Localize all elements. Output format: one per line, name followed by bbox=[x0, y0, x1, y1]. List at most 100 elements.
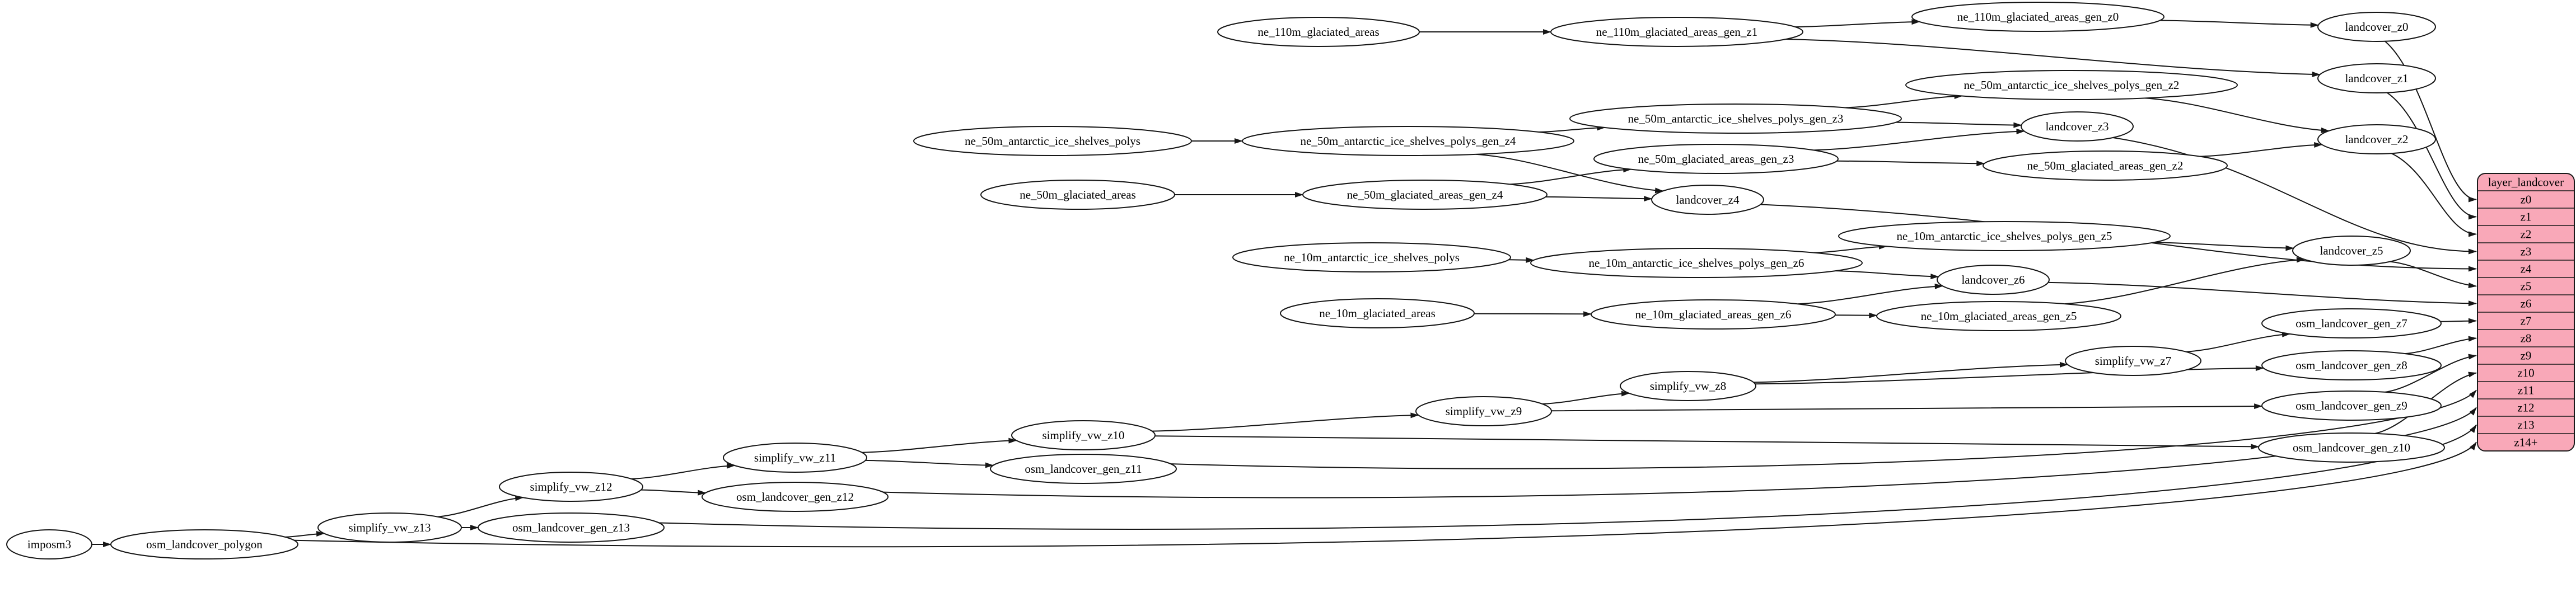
node-label: landcover_z3 bbox=[2045, 120, 2109, 133]
node-ellipse bbox=[723, 443, 867, 473]
graph-edge bbox=[1475, 153, 1664, 194]
graph-edge bbox=[2391, 153, 2477, 237]
graph-edge bbox=[437, 495, 524, 518]
node-ellipse bbox=[980, 180, 1175, 210]
graph-node-landcover-z5: landcover_z5 bbox=[2292, 236, 2411, 266]
node-label: ne_10m_antarctic_ice_shelves_polys bbox=[1284, 251, 1460, 264]
table-row-z14plus: z14+ bbox=[2514, 436, 2537, 449]
node-label: ne_10m_glaciated_areas_gen_z6 bbox=[1635, 308, 1792, 321]
graph-edge bbox=[1845, 93, 1963, 109]
graph-edge bbox=[1786, 38, 2321, 77]
node-label: simplify_vw_z7 bbox=[2095, 354, 2172, 368]
nodes-layer: ne_110m_glaciated_areas ne_110m_glaciated… bbox=[6, 2, 2445, 559]
node-label: simplify_vw_z11 bbox=[754, 451, 836, 464]
graph-node-ne-10m-antarctic-ice-shelves-polys-gen-z6: ne_10m_antarctic_ice_shelves_polys_gen_z… bbox=[1530, 248, 1863, 278]
graph-edge bbox=[1753, 361, 2068, 383]
graph-edge bbox=[1545, 196, 1653, 202]
node-label: osm_landcover_gen_z13 bbox=[512, 521, 630, 534]
graph-edge bbox=[862, 438, 1017, 453]
graph-edge bbox=[1551, 403, 2263, 412]
graph-edge bbox=[641, 489, 707, 496]
table-row-z7: z7 bbox=[2521, 314, 2532, 328]
node-ellipse bbox=[913, 126, 1192, 156]
table-row-z8: z8 bbox=[2521, 332, 2532, 345]
graph-edge bbox=[2440, 318, 2477, 324]
table-row-z0: z0 bbox=[2521, 193, 2532, 206]
node-label: ne_10m_antarctic_ice_shelves_polys_gen_z… bbox=[1589, 256, 1804, 270]
node-ellipse bbox=[317, 512, 462, 543]
table-row-z9: z9 bbox=[2521, 349, 2532, 363]
node-ellipse bbox=[1217, 17, 1420, 47]
node-ellipse bbox=[1838, 221, 2171, 251]
graph-edge bbox=[1798, 283, 1943, 305]
node-ellipse bbox=[1937, 265, 2050, 295]
node-label: simplify_vw_z13 bbox=[349, 521, 431, 534]
graph-node-ne-110m-glaciated-areas: ne_110m_glaciated_areas bbox=[1217, 17, 1420, 47]
table-layer: layer_landcoverz0z1z2z3z4z5z6z7z8z9z10z1… bbox=[2477, 173, 2575, 452]
graph-edge bbox=[1813, 128, 2025, 151]
graph-edge bbox=[658, 424, 2477, 530]
graph-node-simplify-vw-z10: simplify_vw_z10 bbox=[1011, 420, 1156, 450]
graph-edge bbox=[1835, 270, 1939, 280]
graph-edge bbox=[1154, 435, 2260, 450]
graph-node-osm-landcover-gen-z8: osm_landcover_gen_z8 bbox=[2261, 350, 2442, 380]
graph-node-landcover-z4: landcover_z4 bbox=[1651, 185, 1764, 215]
node-label: osm_landcover_gen_z9 bbox=[2296, 399, 2407, 412]
graph-node-osm-landcover-gen-z10: osm_landcover_gen_z10 bbox=[2258, 432, 2445, 463]
node-label: landcover_z2 bbox=[2345, 133, 2408, 146]
node-ellipse bbox=[1983, 150, 2228, 181]
graph-node-ne-50m-antarctic-ice-shelves-polys: ne_50m_antarctic_ice_shelves_polys bbox=[913, 126, 1192, 156]
graph-edge bbox=[1542, 391, 1630, 405]
graph-node-landcover-z3: landcover_z3 bbox=[2021, 111, 2134, 142]
node-ellipse bbox=[2317, 12, 2436, 42]
graph-node-ne-10m-glaciated-areas: ne_10m_glaciated_areas bbox=[1280, 298, 1475, 328]
node-ellipse bbox=[1415, 396, 1552, 426]
table-row-z5: z5 bbox=[2521, 280, 2532, 293]
node-ellipse bbox=[1651, 185, 1764, 215]
edges-layer bbox=[92, 19, 2477, 548]
table-row-z1: z1 bbox=[2521, 210, 2532, 224]
graph-edge bbox=[631, 463, 736, 479]
graph-edge bbox=[2385, 40, 2477, 203]
graph-edge bbox=[1896, 121, 2022, 128]
node-label: ne_50m_antarctic_ice_shelves_polys bbox=[965, 134, 1140, 148]
graph-edge bbox=[294, 441, 2477, 548]
graph-node-landcover-z2: landcover_z2 bbox=[2317, 124, 2436, 154]
table-row-z13: z13 bbox=[2517, 418, 2534, 432]
node-label: ne_10m_antarctic_ice_shelves_polys_gen_z… bbox=[1897, 229, 2112, 243]
graph-node-ne-10m-glaciated-areas-gen-z5: ne_10m_glaciated_areas_gen_z5 bbox=[1876, 301, 2121, 331]
node-ellipse bbox=[1280, 298, 1475, 328]
graph-node-ne-10m-glaciated-areas-gen-z6: ne_10m_glaciated_areas_gen_z6 bbox=[1591, 299, 1836, 330]
node-ellipse bbox=[2065, 346, 2201, 376]
node-label: ne_10m_glaciated_areas bbox=[1319, 307, 1436, 320]
node-label: landcover_z5 bbox=[2320, 244, 2383, 257]
graph-node-simplify-vw-z13: simplify_vw_z13 bbox=[317, 512, 462, 543]
node-label: ne_110m_glaciated_areas_gen_z0 bbox=[1957, 10, 2119, 23]
graph-edge bbox=[2159, 20, 2319, 28]
graph-edge bbox=[2385, 354, 2477, 393]
node-label: ne_50m_antarctic_ice_shelves_polys_gen_z… bbox=[1628, 112, 1844, 125]
node-ellipse bbox=[1911, 2, 2164, 32]
graph-node-ne-50m-antarctic-ice-shelves-polys-gen-z3: ne_50m_antarctic_ice_shelves_polys_gen_z… bbox=[1569, 104, 1902, 134]
node-ellipse bbox=[2261, 350, 2442, 380]
node-ellipse bbox=[2261, 391, 2442, 421]
graph-node-simplify-vw-z9: simplify_vw_z9 bbox=[1415, 396, 1552, 426]
node-ellipse bbox=[1876, 301, 2121, 331]
node-label: simplify_vw_z10 bbox=[1042, 429, 1125, 442]
graph-node-simplify-vw-z8: simplify_vw_z8 bbox=[1620, 371, 1756, 401]
graph-edge bbox=[1795, 19, 1920, 28]
graph-edge bbox=[1836, 160, 1985, 167]
graph-edge bbox=[2048, 281, 2477, 307]
node-label: osm_landcover_polygon bbox=[146, 538, 263, 551]
node-label: ne_50m_antarctic_ice_shelves_polys_gen_z… bbox=[1301, 134, 1516, 148]
node-ellipse bbox=[2258, 432, 2445, 463]
node-ellipse bbox=[2021, 111, 2134, 142]
node-label: ne_50m_glaciated_areas_gen_z4 bbox=[1347, 188, 1503, 201]
graph-node-ne-110m-glaciated-areas-gen-z1: ne_110m_glaciated_areas_gen_z1 bbox=[1550, 17, 1803, 47]
table-row-z12: z12 bbox=[2517, 401, 2534, 415]
node-ellipse bbox=[2261, 308, 2442, 338]
graph-edge bbox=[2112, 137, 2477, 255]
node-ellipse bbox=[110, 529, 298, 559]
graph-node-simplify-vw-z7: simplify_vw_z7 bbox=[2065, 346, 2201, 376]
